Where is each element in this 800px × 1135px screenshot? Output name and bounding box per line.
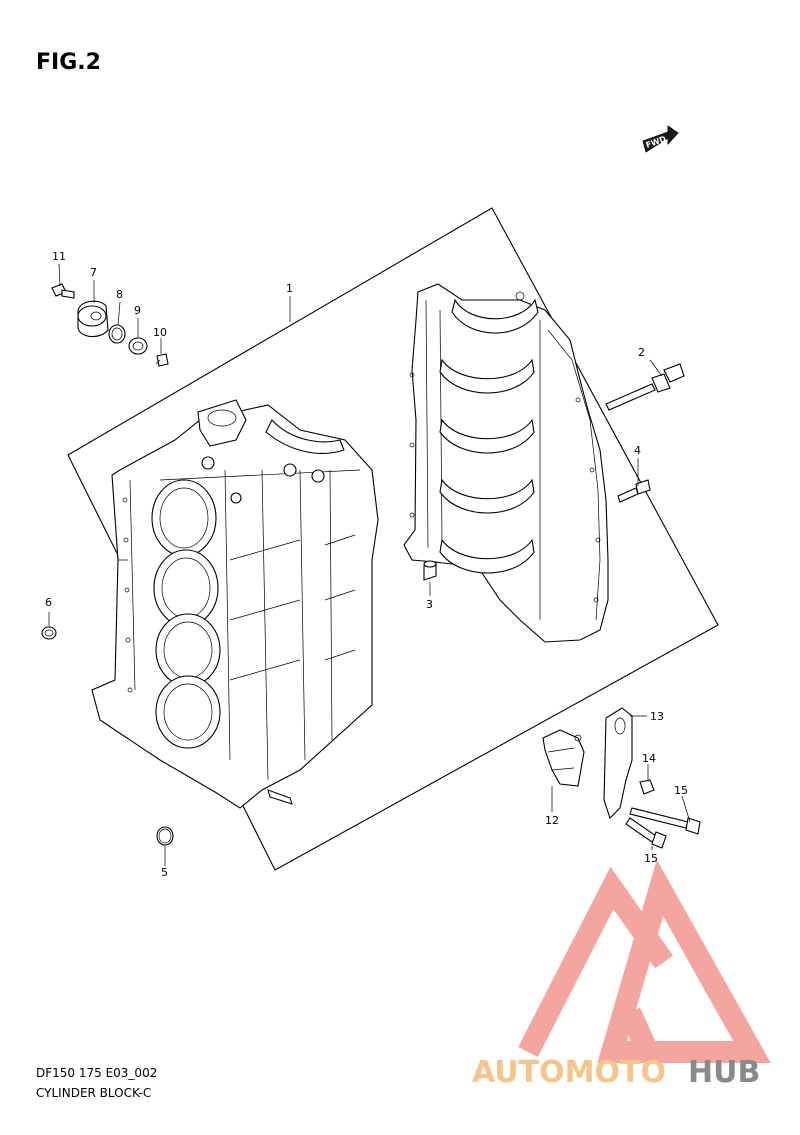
ring-6 bbox=[41, 626, 57, 640]
bolt-11 bbox=[51, 283, 75, 299]
figure-name: CYLINDER BLOCK-C bbox=[36, 1086, 152, 1100]
callout-13: 13 bbox=[650, 710, 664, 723]
bolt-15-upper bbox=[629, 807, 701, 835]
callout-12: 12 bbox=[545, 814, 559, 827]
crankcase bbox=[403, 283, 609, 643]
callout-15-upper: 15 bbox=[674, 784, 688, 797]
callout-4: 4 bbox=[634, 444, 641, 457]
callout-9: 9 bbox=[134, 304, 141, 317]
callout-8: 8 bbox=[116, 288, 123, 301]
bolt-15-lower bbox=[625, 817, 667, 849]
watermark-text-part1: AUTOMOTO bbox=[472, 1055, 666, 1090]
bolt-4 bbox=[617, 479, 651, 503]
cover-7 bbox=[77, 300, 109, 338]
callout-15-lower: 15 bbox=[644, 852, 658, 865]
plate-13 bbox=[603, 707, 633, 820]
leader-lines bbox=[48, 263, 691, 866]
watermark-logo: AUTOMOTO HUB bbox=[472, 859, 771, 1090]
watermark-triangle-icon bbox=[518, 859, 771, 1063]
cylinder-block bbox=[91, 399, 379, 809]
collar-9 bbox=[128, 337, 148, 355]
callout-3: 3 bbox=[426, 598, 433, 611]
fwd-label: FWD bbox=[645, 134, 668, 150]
dowel-3 bbox=[423, 560, 437, 581]
callout-11: 11 bbox=[52, 250, 66, 263]
callout-10: 10 bbox=[153, 326, 167, 339]
callout-6: 6 bbox=[45, 596, 52, 609]
o-ring-5 bbox=[156, 826, 174, 846]
figure-code: DF150 175 E03_002 bbox=[36, 1066, 158, 1080]
callout-1: 1 bbox=[286, 282, 293, 295]
callout-2: 2 bbox=[638, 346, 645, 359]
bracket-12 bbox=[542, 729, 585, 787]
figure-title: FIG.2 bbox=[36, 50, 101, 75]
fwd-arrow-icon: FWD bbox=[642, 125, 679, 153]
bolt-14 bbox=[639, 779, 655, 795]
watermark-text-part2: HUB bbox=[688, 1055, 760, 1090]
callout-5: 5 bbox=[161, 866, 168, 879]
callout-14: 14 bbox=[642, 752, 656, 765]
bolt-2 bbox=[605, 363, 685, 411]
screw-10 bbox=[155, 353, 169, 367]
o-ring-8 bbox=[108, 324, 126, 344]
callout-7: 7 bbox=[90, 266, 97, 279]
